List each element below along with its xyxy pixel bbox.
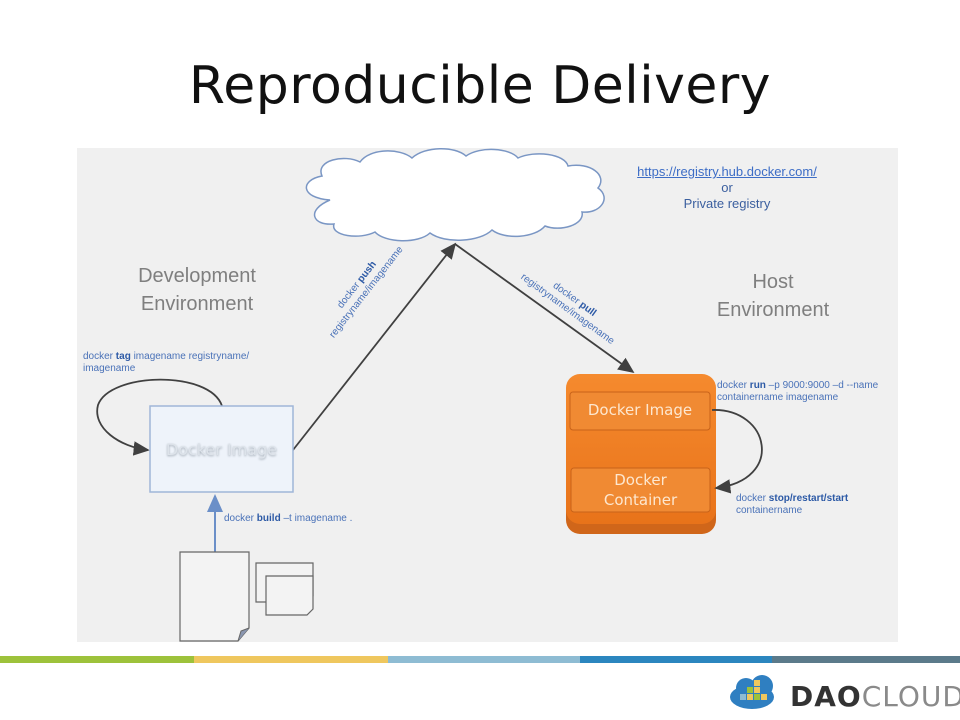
footer-stripe-4 bbox=[580, 656, 772, 663]
host-env-line2: Environment bbox=[716, 299, 830, 321]
run-line2: containername imagename bbox=[717, 392, 839, 403]
run-prefix: docker bbox=[717, 380, 750, 391]
host-docker-container-box bbox=[570, 467, 711, 513]
stop-line2: containername bbox=[736, 505, 803, 516]
footer-stripe-2 bbox=[194, 656, 388, 663]
cloud-blocks-icon bbox=[730, 675, 774, 709]
source-document-icon bbox=[179, 551, 250, 642]
host-env-line1: Host bbox=[752, 271, 794, 293]
run-command: docker run –p 9000:9000 –d --name contai… bbox=[717, 380, 878, 404]
tag-loop-arrow bbox=[96, 378, 223, 456]
registry-private: Private registry bbox=[683, 196, 771, 211]
dev-env-line1: Development bbox=[138, 265, 256, 287]
logo-light: CLOUD bbox=[861, 680, 960, 713]
pull-arrow bbox=[454, 243, 635, 374]
tag-rest: imagename registryname/ bbox=[130, 351, 250, 362]
host-docker-image-box bbox=[569, 391, 711, 431]
registry-label: https://registry.hub.docker.com/ or Priv… bbox=[620, 164, 834, 212]
daocloud-logo: DAOCLOUD bbox=[790, 680, 960, 713]
run-verb: run bbox=[749, 380, 766, 391]
cloud-shape bbox=[305, 148, 605, 242]
footer-stripe-1 bbox=[0, 656, 194, 663]
tag-prefix: docker bbox=[83, 351, 116, 362]
slide-title: Reproducible Delivery bbox=[188, 56, 772, 116]
build-prefix: docker bbox=[224, 513, 257, 524]
dev-docker-image-box bbox=[149, 405, 294, 493]
dev-env-line2: Environment bbox=[140, 293, 254, 315]
logo-bold: DAO bbox=[790, 680, 862, 713]
registry-or: or bbox=[721, 180, 733, 195]
dev-docker-image-label: Docker Image bbox=[165, 440, 278, 459]
file-icon-front bbox=[265, 575, 314, 616]
tag-verb: tag bbox=[115, 351, 131, 362]
build-rest: –t imagename . bbox=[280, 513, 353, 524]
footer-stripe-5 bbox=[772, 656, 960, 663]
host-docker-image-label: Docker Image bbox=[587, 401, 693, 419]
footer-stripe-3 bbox=[388, 656, 580, 663]
build-verb: build bbox=[256, 513, 281, 524]
build-command: docker build –t imagename . bbox=[224, 513, 352, 525]
container-line1: Docker bbox=[614, 471, 667, 489]
run-rest: –p 9000:9000 –d --name bbox=[765, 380, 879, 391]
dev-env-label: Development Environment bbox=[107, 262, 287, 318]
registry-url-link[interactable]: https://registry.hub.docker.com/ bbox=[637, 164, 817, 179]
host-docker-container-label: Docker Container bbox=[571, 470, 710, 510]
stop-verb: stop/restart/start bbox=[768, 493, 849, 504]
tag-line2: imagename bbox=[83, 363, 136, 374]
push-arrow bbox=[292, 242, 457, 451]
host-env-label: Host Environment bbox=[683, 268, 863, 324]
stop-command: docker stop/restart/start containername bbox=[736, 493, 848, 517]
run-loop-arrow bbox=[711, 409, 763, 494]
container-line2: Container bbox=[603, 491, 678, 509]
stop-prefix: docker bbox=[736, 493, 769, 504]
tag-command: docker tag imagename registryname/ image… bbox=[83, 351, 249, 375]
